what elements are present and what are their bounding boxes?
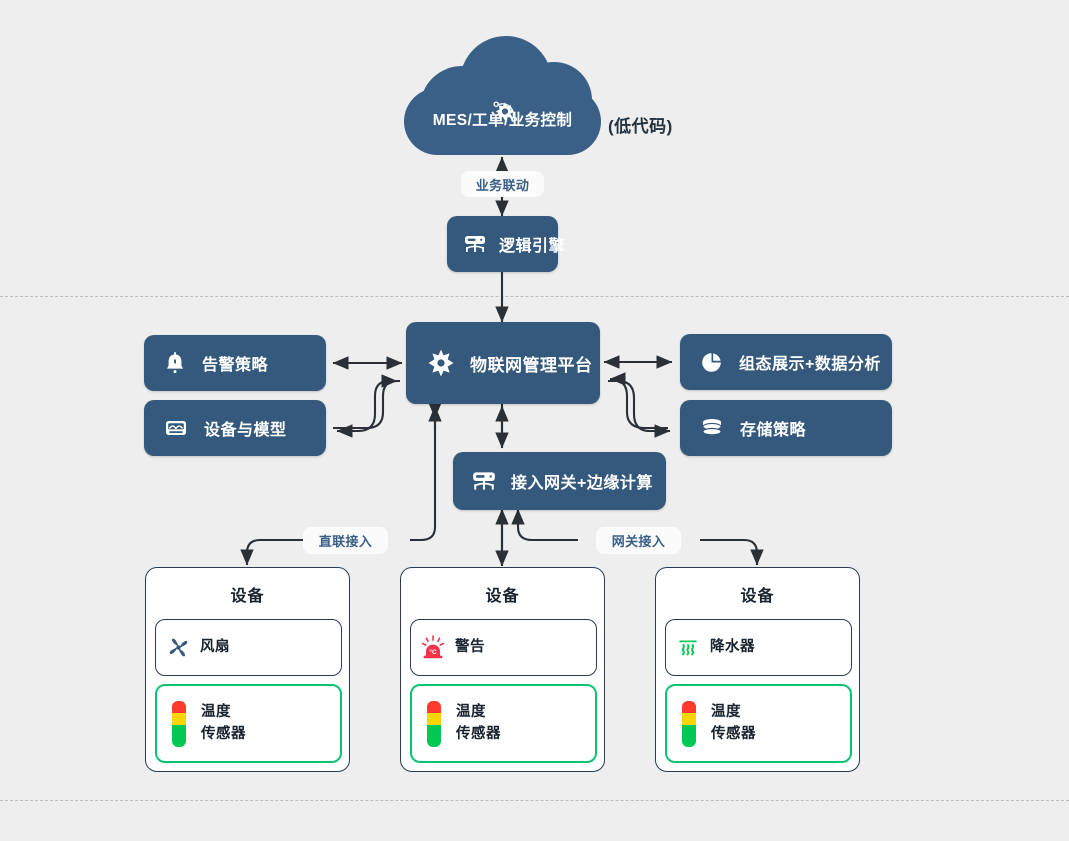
device-card-1-row-fan[interactable]: 风扇	[155, 619, 342, 676]
node-storage-policy[interactable]: 存储策略	[680, 400, 892, 456]
device-card-2-row-alarm-label: 警告	[455, 638, 485, 655]
link-label-direct-text: 直联接入	[318, 534, 373, 549]
low-code-note: (低代码)	[608, 117, 673, 136]
gear-network-icon	[488, 96, 522, 135]
temperature-sensor-icon	[667, 699, 711, 749]
temperature-sensor-icon	[412, 699, 456, 749]
node-visualization-analytics[interactable]: 组态展示+数据分析	[680, 334, 892, 390]
node-iot-platform[interactable]: 物联网管理平台	[406, 322, 600, 404]
device-card-3-row-sensor-label: 温度 传感器	[711, 702, 756, 744]
node-visualization-analytics-label: 组态展示+数据分析	[739, 356, 881, 373]
humidifier-steam-icon	[666, 635, 710, 661]
database-icon	[700, 417, 724, 439]
pie-chart-icon	[700, 351, 723, 374]
gear-hub-icon	[424, 346, 458, 380]
gateway-device-icon	[463, 233, 487, 255]
link-label-gateway: 网关接入	[596, 527, 681, 554]
sensor-label-line2: 传感器	[201, 725, 246, 742]
node-gateway-edge-label: 接入网关+边缘计算	[511, 475, 653, 492]
link-label-direct: 直联接入	[303, 527, 388, 554]
layer-separator-top	[0, 296, 1069, 297]
device-card-3[interactable]: 设备 降水器	[655, 567, 860, 772]
layer-separator-bottom	[0, 800, 1069, 801]
device-card-1-row-sensor[interactable]: 温度 传感器	[155, 684, 342, 763]
cloud-label: MES/工单/业务控制	[432, 112, 573, 129]
cloud-node-mes[interactable]: MES/工单/业务控制	[404, 36, 601, 155]
device-card-2-row-alarm[interactable]: °C 警告	[410, 619, 597, 676]
device-card-1-row-sensor-label: 温度 传感器	[201, 702, 246, 744]
node-device-model-label: 设备与模型	[204, 422, 287, 439]
link-label-gateway-text: 网关接入	[611, 534, 666, 549]
device-card-2-row-sensor-label: 温度 传感器	[456, 702, 501, 744]
device-card-2-title: 设备	[485, 588, 520, 605]
alarm-siren-icon: °C	[411, 633, 455, 663]
gateway-device-icon	[471, 469, 497, 493]
node-iot-platform-label: 物联网管理平台	[470, 355, 593, 375]
link-label-business: 业务联动	[461, 171, 544, 197]
device-card-1-row-fan-label: 风扇	[200, 638, 230, 655]
device-card-3-row-sensor[interactable]: 温度 传感器	[665, 684, 852, 763]
link-label-business-text: 业务联动	[475, 177, 530, 193]
fan-icon	[156, 634, 200, 661]
node-alarm-policy-label: 告警策略	[202, 357, 269, 374]
sensor-label-line1: 温度	[456, 704, 486, 721]
device-card-3-row-humidifier[interactable]: 降水器	[665, 619, 852, 676]
node-device-model[interactable]: 设备与模型	[144, 400, 326, 456]
device-card-1[interactable]: 设备 风扇	[145, 567, 350, 772]
device-card-1-title: 设备	[230, 588, 265, 605]
device-card-2-row-sensor[interactable]: 温度 传感器	[410, 684, 597, 763]
sensor-label-line2: 传感器	[456, 725, 501, 742]
device-card-3-title: 设备	[740, 588, 775, 605]
svg-text:°C: °C	[429, 648, 437, 656]
device-card-3-row-humidifier-label: 降水器	[710, 638, 755, 655]
node-logic-engine-label: 逻辑引擎	[499, 238, 566, 255]
sensor-label-line2: 传感器	[711, 725, 756, 742]
node-storage-policy-label: 存储策略	[740, 422, 807, 439]
sensor-label-line1: 温度	[201, 704, 231, 721]
temperature-sensor-icon	[157, 699, 201, 749]
node-gateway-edge[interactable]: 接入网关+边缘计算	[453, 452, 666, 510]
device-model-icon	[164, 417, 188, 439]
device-card-2[interactable]: 设备 °C 警告	[400, 567, 605, 772]
sensor-label-line1: 温度	[711, 704, 741, 721]
node-logic-engine[interactable]: 逻辑引擎	[447, 216, 565, 272]
bell-icon	[164, 351, 186, 375]
node-alarm-policy[interactable]: 告警策略	[144, 335, 326, 391]
cloud-shape-right	[516, 62, 592, 138]
